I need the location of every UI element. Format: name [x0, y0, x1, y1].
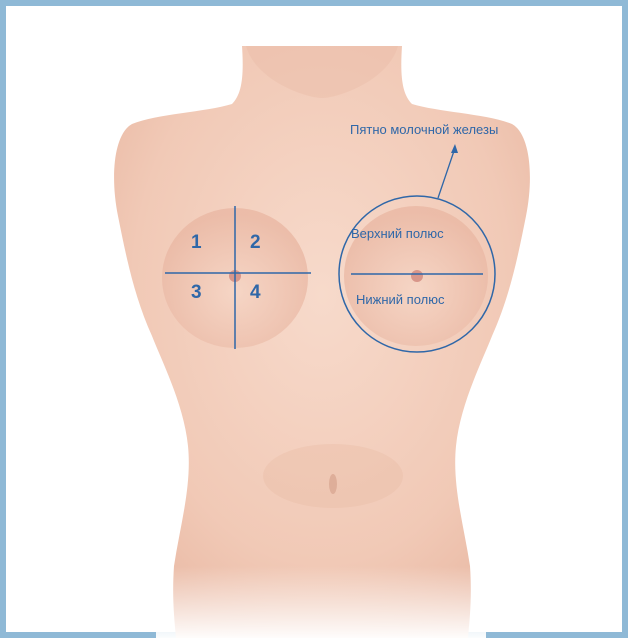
- quadrant-2-label: 2: [250, 232, 261, 254]
- bottom-fade: [156, 566, 486, 641]
- lower-pole-label: Нижний полюс: [356, 292, 444, 307]
- right-nipple: [411, 270, 423, 282]
- abdomen-shading: [263, 444, 403, 508]
- quadrant-3-label: 3: [191, 282, 202, 304]
- upper-pole-label: Верхний полюс: [351, 226, 444, 241]
- quadrant-4-label: 4: [250, 282, 261, 304]
- areola-label: Пятно молочной железы: [350, 122, 498, 137]
- quadrant-1-label: 1: [191, 232, 202, 254]
- female-torso-illustration: [6, 6, 628, 644]
